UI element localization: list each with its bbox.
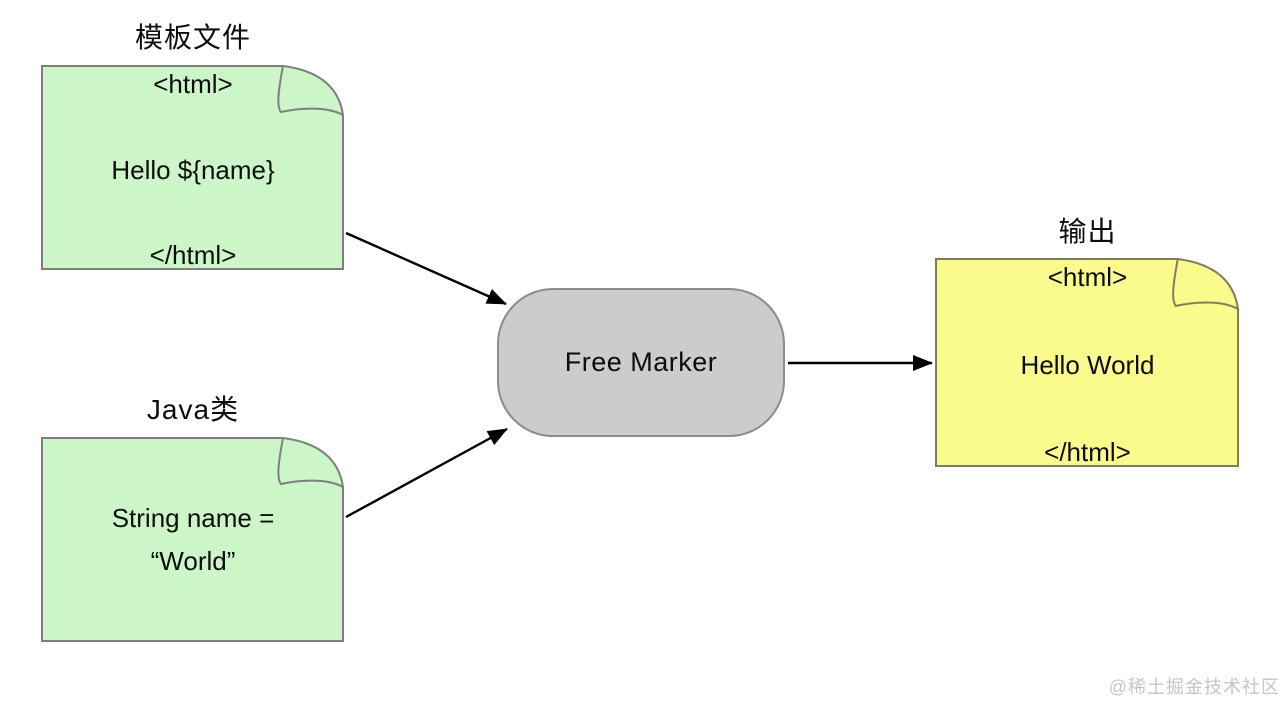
output-document-node: <html> Hello World </html>	[935, 258, 1240, 468]
java-code-line-1: String name =	[111, 503, 275, 533]
watermark-text: @稀土掘金技术社区	[1108, 677, 1280, 697]
template-document-node: <html> Hello ${name} </html>	[41, 65, 345, 271]
document-paper	[41, 65, 344, 270]
output-open-tag: <html>	[1047, 262, 1128, 292]
document-shape-icon	[935, 258, 1239, 467]
template-close-tag: </html>	[149, 240, 237, 270]
template-open-tag: <html>	[153, 69, 233, 99]
document-paper	[935, 258, 1239, 467]
java-node-title: Java类	[146, 394, 240, 425]
output-node-title: 输出	[1058, 216, 1117, 247]
java-document-content: String name = “World”	[41, 437, 345, 643]
template-document-content: <html> Hello ${name} </html>	[41, 65, 345, 271]
freemarker-processor-label: Free Marker	[564, 347, 718, 377]
document-shape-icon	[41, 437, 344, 642]
document-fold-corner	[1172, 258, 1239, 310]
arrow-template-to-processor	[345, 231, 507, 306]
output-document-content: <html> Hello World </html>	[935, 258, 1240, 468]
template-node-title: 模板文件	[134, 22, 251, 53]
output-close-tag: </html>	[1044, 437, 1131, 467]
document-shape-icon	[41, 65, 344, 270]
document-paper	[41, 437, 344, 642]
java-document-node: String name = “World”	[41, 437, 345, 643]
document-fold-corner	[277, 65, 344, 116]
template-body-text: Hello ${name}	[111, 154, 275, 185]
arrow-java-to-processor	[345, 427, 508, 519]
java-code-line-2: “World”	[150, 546, 236, 576]
freemarker-processor-node: Free Marker	[497, 288, 785, 437]
document-fold-corner	[277, 437, 344, 488]
output-body-text: Hello World	[1020, 349, 1155, 380]
